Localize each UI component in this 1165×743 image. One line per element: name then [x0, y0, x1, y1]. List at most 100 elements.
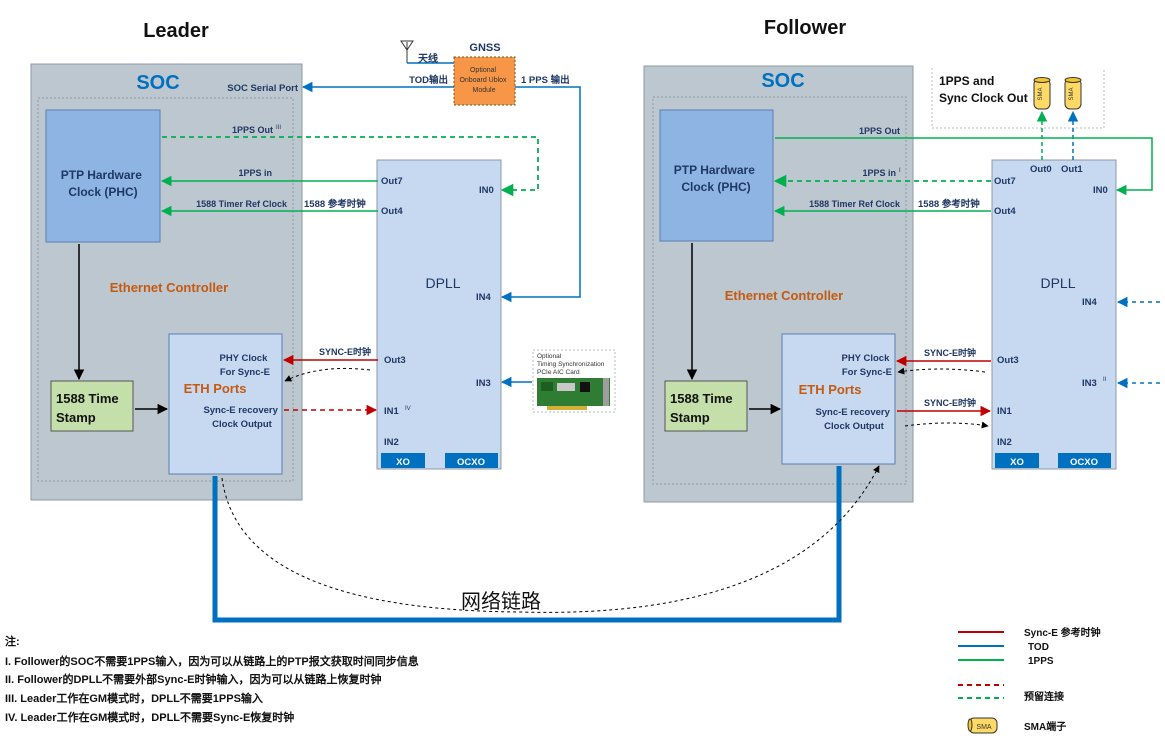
- leader-port-out7: Out7: [381, 176, 403, 187]
- leader-phy-clock-line2: For Sync-E: [220, 367, 270, 378]
- follower-xo-label: XO: [1010, 457, 1024, 468]
- sma-connector-icon: SMA: [1064, 77, 1082, 110]
- sma-connector-label-1: SMA: [1038, 87, 1044, 100]
- leader-phy-clock-line1: PHY Clock: [219, 353, 268, 364]
- follower-xo-block: XO: [995, 453, 1039, 468]
- leader-ocxo-block: OCXO: [445, 453, 498, 468]
- leader-synce-return-curve: [284, 367, 371, 382]
- follower-port-out0: Out0: [1030, 164, 1052, 175]
- follower-port-out7: Out7: [994, 176, 1016, 187]
- follower-port-in4: IN4: [1082, 297, 1098, 308]
- leader-soc-serial-port-label: SOC Serial Port: [227, 83, 299, 94]
- svg-text:1PPS and Sync Clock Out: 1PPS and Sync Clock Out: [939, 74, 1028, 105]
- follower-port-in3-note: II: [1103, 377, 1107, 383]
- leader-1588-time-stamp: 1588 Time Stamp: [50, 380, 134, 432]
- follower-eth-ports-label: ETH Ports: [799, 382, 862, 397]
- follower-port-in1: IN1: [997, 406, 1013, 417]
- follower-port-out1: Out1: [1061, 164, 1083, 175]
- leader-phc-line2: Clock (PHC): [68, 185, 137, 199]
- follower-dpll-label: DPLL: [1040, 275, 1075, 291]
- follower-port-in3: IN3: [1082, 378, 1097, 389]
- sma-connector-icon: SMA: [1033, 77, 1051, 110]
- svg-text:PTP Hardware Clock (PH: PTP Hardware Clock (PHC): [61, 168, 146, 199]
- gnss-module-line2: Onboard Ublox: [459, 77, 507, 84]
- svg-text:1588 Time Stamp: 1588 Time Stamp: [670, 391, 736, 425]
- follower-phc-line2: Clock (PHC): [681, 180, 750, 194]
- gnss-title: GNSS: [469, 42, 500, 54]
- pcie-card-icon: [537, 378, 610, 410]
- legend-sync-e-label: Sync-E 参考时钟: [1024, 626, 1101, 639]
- svg-text:Optional Onboard Ublox: Optional Onboard Ublox Module: [459, 67, 508, 94]
- leader-port-in4: IN4: [476, 292, 492, 303]
- timing-card-line3: PCIe AIC Card: [537, 369, 580, 376]
- leader-port-in1: IN1: [384, 406, 400, 417]
- follower-ocxo-block: OCXO: [1058, 453, 1111, 468]
- leader-port-out3: Out3: [384, 355, 406, 366]
- network-link-dashed-curve: [221, 465, 880, 613]
- legend-sma-icon-label: SMA: [976, 724, 992, 731]
- follower-port-out3: Out3: [997, 355, 1019, 366]
- follower-dpll: DPLL Out0 Out1 Out7 Out4 Out3 IN0 IN4 IN…: [991, 159, 1117, 470]
- follower-port-out4: Out4: [994, 206, 1016, 217]
- leader-pps-out-label: 1PPS Out: [232, 125, 273, 135]
- legend-sma-icon: SMA: [967, 717, 998, 734]
- follower-phy-clock-line1: PHY Clock: [841, 353, 890, 364]
- leader-xo-label: XO: [396, 457, 410, 468]
- network-link-label: 网络链路: [461, 590, 541, 613]
- legend-reserved-label: 预留连接: [1024, 690, 1064, 703]
- notes: 注: I. Follower的SOC不需要1PPS输入，因为可以从链路上的PTP…: [5, 634, 419, 724]
- leader-ts-line1: 1588 Time: [56, 391, 119, 406]
- leader-dpll-label: DPLL: [425, 275, 460, 291]
- legend-pps-label: 1PPS: [1028, 656, 1054, 667]
- svg-text:PTP Hardware Clock (PH: PTP Hardware Clock (PHC): [674, 163, 759, 194]
- follower-eth-ports: PHY Clock For Sync-E ETH Ports Sync-E re…: [781, 333, 896, 465]
- leader-gnss-pps-line: [500, 86, 581, 303]
- svg-text:Optional Timing Synchron: Optional Timing Synchronization PCIe AIC…: [537, 353, 606, 376]
- follower-ethernet-controller-label: Ethernet Controller: [725, 288, 843, 303]
- antenna-icon: [400, 40, 455, 64]
- gnss-group: GNSS 天线 Optional Onboard Ublox Module TO…: [400, 40, 570, 106]
- note-item: IV. Leader工作在GM模式时，DPLL不需要Sync-E恢复时钟: [5, 710, 294, 724]
- svg-text:PHY Clock For Sync-E: PHY Clock For Sync-E: [841, 353, 892, 378]
- legend-tod-label: TOD: [1028, 642, 1049, 653]
- note-item: I. Follower的SOC不需要1PPS输入，因为可以从链路上的PTP报文获…: [5, 654, 419, 668]
- gnss-module-line1: Optional: [470, 67, 497, 74]
- leader-phc-block: PTP Hardware Clock (PHC): [45, 109, 161, 243]
- note-item: II. Follower的DPLL不需要外部Sync-E时钟输入，因为可以从链路…: [5, 672, 381, 686]
- legend: Sync-E 参考时钟 TOD 1PPS 预留连接 SMA SMA端子: [958, 626, 1101, 734]
- pps-out-cn-label: 1 PPS 输出: [521, 74, 570, 86]
- leader-port-in3: IN3: [476, 378, 491, 389]
- follower-pps-out-label: 1PPS Out: [859, 126, 900, 136]
- svg-text:PHY Clock For Sync-E: PHY Clock For Sync-E: [219, 353, 270, 378]
- follower-synce-recovery-line1: Sync-E recovery: [815, 407, 890, 418]
- follower-synce-clock-label-1: SYNC-E时钟: [924, 347, 976, 358]
- sma-box-line1: 1PPS and: [939, 74, 994, 88]
- leader-dpll: DPLL Out7 Out4 Out3 IN0 IN4 IN3 IN1 IV I…: [376, 159, 502, 470]
- follower-synce-return-curve: [897, 367, 986, 375]
- gnss-module-line3: Module: [473, 87, 496, 94]
- leader-eth-ports-label: ETH Ports: [184, 381, 247, 396]
- leader-ts-line2: Stamp: [56, 410, 96, 425]
- follower-phy-clock-line2: For Sync-E: [842, 367, 892, 378]
- leader-synce-clock-label: SYNC-E时钟: [319, 346, 371, 357]
- leader-port-in2: IN2: [384, 437, 399, 448]
- follower-phc-block: PTP Hardware Clock (PHC): [659, 109, 774, 242]
- antenna-label: 天线: [418, 52, 438, 65]
- follower-synce-recovery-line2: Clock Output: [824, 421, 884, 432]
- svg-text:Sync-E recovery Clock: Sync-E recovery Clock Output: [815, 407, 892, 432]
- follower-sma-box: 1PPS and Sync Clock Out SMA SMA: [931, 68, 1105, 129]
- leader-pps-out-note: III: [276, 125, 281, 131]
- follower-synce-clock-label-2: SYNC-E时钟: [924, 397, 976, 408]
- leader-pps-in-label: 1PPS in: [238, 168, 272, 178]
- sma-box-line2: Sync Clock Out: [939, 91, 1028, 105]
- leader-eth-ports: PHY Clock For Sync-E ETH Ports Sync-E re…: [168, 333, 283, 475]
- follower-port-in2: IN2: [997, 437, 1012, 448]
- follower-phc-line1: PTP Hardware: [674, 163, 755, 177]
- follower-ocxo-label: OCXO: [1070, 457, 1098, 468]
- timing-card-line2: Timing Synchronization: [537, 361, 605, 368]
- follower-title: Follower: [764, 17, 846, 39]
- follower-soc-label: SOC: [761, 70, 804, 92]
- sma-connector-label-2: SMA: [1069, 87, 1075, 100]
- svg-text:1588 Time Stamp: 1588 Time Stamp: [56, 391, 122, 425]
